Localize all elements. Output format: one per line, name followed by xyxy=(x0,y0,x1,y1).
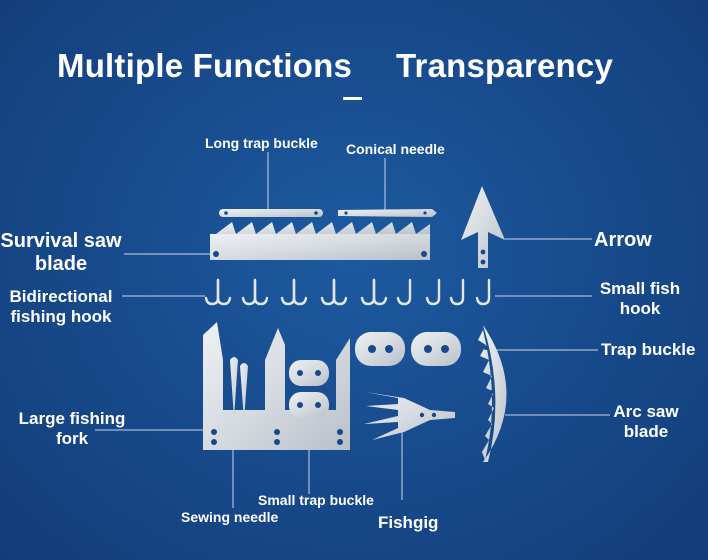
label-arc-saw-blade-line2: blade xyxy=(623,421,669,441)
label-bidirectional-line1: Bidirectional xyxy=(9,287,113,306)
label-arc-saw-blade-line1: Arc saw xyxy=(613,402,679,421)
trap-buckle-part xyxy=(355,332,461,366)
label-large-fishing-fork-line1: Large fishing xyxy=(18,409,126,428)
tab-transparency[interactable]: Transparency xyxy=(396,47,614,84)
active-tab-indicator xyxy=(343,97,362,100)
label-bidirectional-line2: fishing hook xyxy=(10,306,112,326)
fishing-hooks-part xyxy=(204,278,491,306)
arrow-part xyxy=(461,186,505,268)
small-trap-buckle-part xyxy=(289,360,329,418)
label-large-fishing-fork-line2: fork xyxy=(55,428,89,448)
label-survival-saw-blade-line2: blade xyxy=(34,253,88,275)
label-small-fish-hook-line1: Small fish xyxy=(599,279,681,298)
label-long-trap-buckle: Long trap buckle xyxy=(205,135,318,151)
label-small-fish-hook: Small fish hook xyxy=(592,279,688,318)
conical-needle-part xyxy=(338,209,437,217)
label-sewing-needle: Sewing needle xyxy=(181,509,279,525)
leader-lines xyxy=(95,152,610,508)
label-small-trap-buckle: Small trap buckle xyxy=(258,492,374,508)
label-arrow: Arrow xyxy=(594,229,652,251)
label-bidirectional-fishing-hook: Bidirectional fishing hook xyxy=(2,287,120,326)
label-small-fish-hook-line2: hook xyxy=(619,298,661,318)
survival-saw-blade-part xyxy=(210,222,430,260)
label-large-fishing-fork: Large fishing fork xyxy=(12,409,132,448)
arc-saw-blade-part xyxy=(478,325,507,462)
long-trap-buckle-part xyxy=(219,209,323,217)
label-conical-needle: Conical needle xyxy=(346,141,445,157)
large-fishing-fork-part xyxy=(203,322,350,450)
label-trap-buckle: Trap buckle xyxy=(601,340,696,359)
fishgig-part xyxy=(364,392,455,440)
label-survival-saw-blade: Survival saw blade xyxy=(0,230,122,276)
label-survival-saw-blade-line1: Survival saw xyxy=(0,230,122,252)
label-arc-saw-blade: Arc saw blade xyxy=(605,402,687,441)
tab-multiple-functions[interactable]: Multiple Functions xyxy=(57,47,353,84)
label-fishgig: Fishgig xyxy=(378,513,439,532)
sewing-needle-part xyxy=(230,357,248,420)
